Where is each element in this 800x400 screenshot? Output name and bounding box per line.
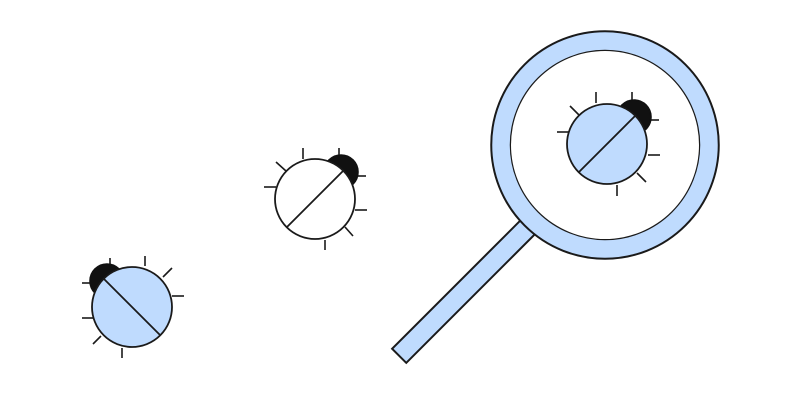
bug-icon [82,256,184,358]
bug-wing-split [286,170,344,228]
bug-wing-split [578,115,636,173]
magnifier-handle [390,212,543,365]
bug-icon [557,92,660,196]
magnifier-rim [492,32,718,258]
bug-wing-split [103,278,161,336]
bug-icon [264,148,367,250]
magnifying-glass-icon [390,30,720,365]
